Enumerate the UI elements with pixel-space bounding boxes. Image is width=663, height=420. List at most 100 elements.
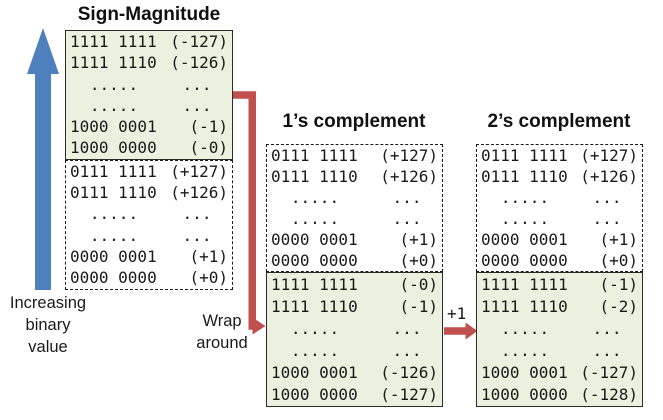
table-row: 0000 0001 (+1): [66, 246, 232, 267]
table-row: 0000 0000(+0): [477, 250, 642, 271]
decimal-value: (+0): [189, 268, 228, 288]
twos-complement-positive-table: 0111 1111(+127)0111 1110 (+126)..........…: [476, 144, 643, 272]
table-row: 1111 1111(-127): [66, 31, 232, 52]
binary-value: 1111 1111: [271, 274, 358, 294]
table-row: 0111 1110 (+126): [267, 166, 442, 187]
wrap-around-label: Wrap around: [182, 310, 262, 354]
binary-value: .....: [290, 341, 340, 361]
table-row: 1111 1111 (-0): [267, 273, 442, 295]
decimal-value: ...: [392, 318, 422, 338]
table-row: 0111 1111 (+127): [66, 161, 232, 182]
binary-value: 1111 1110: [70, 53, 157, 73]
ones-complement-negative-table: 1111 1111 (-0) 1111 1110 (-1)..............…: [266, 272, 443, 407]
binary-value: 0111 1110: [481, 167, 568, 186]
increasing-label-line3: value: [28, 338, 68, 356]
decimal-value: ...: [392, 209, 422, 228]
binary-value: 0000 0000: [70, 268, 157, 288]
table-row: 0000 0000 (+0): [267, 250, 442, 271]
binary-value: 1000 0001: [70, 117, 157, 137]
binary-value: 1000 0001: [481, 363, 568, 383]
binary-value: .....: [500, 318, 550, 338]
decimal-value: (-127): [580, 363, 638, 383]
table-row: 1000 0001(-1): [66, 116, 232, 137]
increasing-binary-arrow-icon: [27, 28, 59, 290]
table-row: ........: [477, 317, 642, 339]
sign-magnitude-negative-table: 1111 1111(-127)1111 1110(-126)..........…: [65, 30, 233, 160]
table-row: 1000 0001 (-127): [477, 362, 642, 384]
wrap-label-line1: Wrap: [202, 312, 242, 330]
decimal-value: (+0): [399, 251, 438, 270]
table-row: 0000 0001 (+1): [267, 229, 442, 250]
decimal-value: ...: [592, 209, 622, 228]
decimal-value: (+1): [599, 230, 638, 249]
increasing-binary-value-label: Increasing binary value: [6, 292, 90, 358]
increasing-label-line2: binary: [25, 316, 71, 334]
ones-complement-positive-table: 0111 1111(+127)0111 1110 (+126)..........…: [266, 144, 443, 272]
table-row: ........: [477, 340, 642, 362]
table-row: 0111 1110 (+126): [477, 166, 642, 187]
binary-value: .....: [290, 318, 340, 338]
decimal-value: ...: [592, 188, 622, 207]
decimal-value: (-0): [189, 138, 228, 158]
binary-value: .....: [500, 209, 550, 228]
twos-complement-negative-table: 1111 1111(-1)1111 1110(-2)..............…: [476, 272, 643, 407]
table-row: 1000 0001(-126): [267, 362, 442, 384]
binary-value: 0111 1110: [271, 167, 358, 186]
increasing-label-line1: Increasing: [9, 294, 87, 312]
binary-value: .....: [89, 225, 139, 245]
binary-value: 1111 1111: [481, 274, 568, 294]
decimal-value: (-1): [599, 274, 638, 294]
binary-value: 0111 1110: [70, 182, 157, 202]
decimal-value: (+127): [580, 146, 638, 165]
table-row: ........: [267, 340, 442, 362]
table-row: 1000 0000(-128): [477, 384, 642, 406]
table-row: ........: [66, 95, 232, 116]
binary-value: 0000 0000: [271, 251, 358, 270]
binary-value: .....: [290, 209, 340, 228]
binary-value: .....: [290, 188, 340, 207]
decimal-value: (+126): [580, 167, 638, 186]
binary-value: 1000 0000: [271, 385, 358, 405]
binary-value: 0000 0001: [271, 230, 358, 249]
table-row: 0000 0001(+1): [477, 229, 642, 250]
table-row: ........: [267, 208, 442, 229]
decimal-value: ...: [392, 341, 422, 361]
decimal-value: (+1): [399, 230, 438, 249]
table-row: 1000 0000 (-127): [267, 384, 442, 406]
decimal-value: (+126): [380, 167, 438, 186]
decimal-value: ...: [592, 341, 622, 361]
wrap-label-line2: around: [196, 334, 248, 352]
table-row: ........: [66, 224, 232, 245]
sign-magnitude-title: Sign-Magnitude: [77, 4, 221, 25]
decimal-value: (-127): [380, 385, 438, 405]
decimal-value: (+1): [189, 246, 228, 266]
twos-complement-title: 2’s complement: [487, 111, 631, 132]
table-row: 0000 0000 (+0): [66, 267, 232, 288]
table-row: 0111 1110 (+126): [66, 182, 232, 203]
decimal-value: (-0): [399, 274, 438, 294]
binary-value: 0111 1111: [70, 161, 157, 181]
decimal-value: (-1): [399, 296, 438, 316]
decimal-value: (-127): [170, 32, 228, 52]
decimal-value: ...: [592, 318, 622, 338]
table-row: 1111 1111 (-1): [477, 273, 642, 295]
binary-value: 1000 0001: [271, 363, 358, 383]
sign-magnitude-positive-table: 0111 1111 (+127) 0111 1110 (+126)..........…: [65, 159, 233, 290]
binary-value: .....: [89, 95, 139, 115]
binary-value: 1111 1110: [271, 296, 358, 316]
ones-complement-title: 1’s complement: [282, 111, 426, 132]
plus-one-label: +1: [447, 304, 467, 323]
decimal-value: ...: [182, 95, 212, 115]
table-row: 0111 1111(+127): [267, 145, 442, 166]
binary-value: .....: [500, 188, 550, 207]
decimal-value: (-128): [580, 385, 638, 405]
table-row: 0111 1111(+127): [477, 145, 642, 166]
table-row: 1111 1110(-126): [66, 52, 232, 73]
binary-value: 1111 1110: [481, 296, 568, 316]
decimal-value: (+127): [170, 161, 228, 181]
decimal-value: (+126): [170, 182, 228, 202]
table-row: ........: [66, 74, 232, 95]
table-row: 1000 0000(-0): [66, 137, 232, 158]
binary-value: 0000 0001: [70, 246, 157, 266]
table-row: ........: [267, 317, 442, 339]
